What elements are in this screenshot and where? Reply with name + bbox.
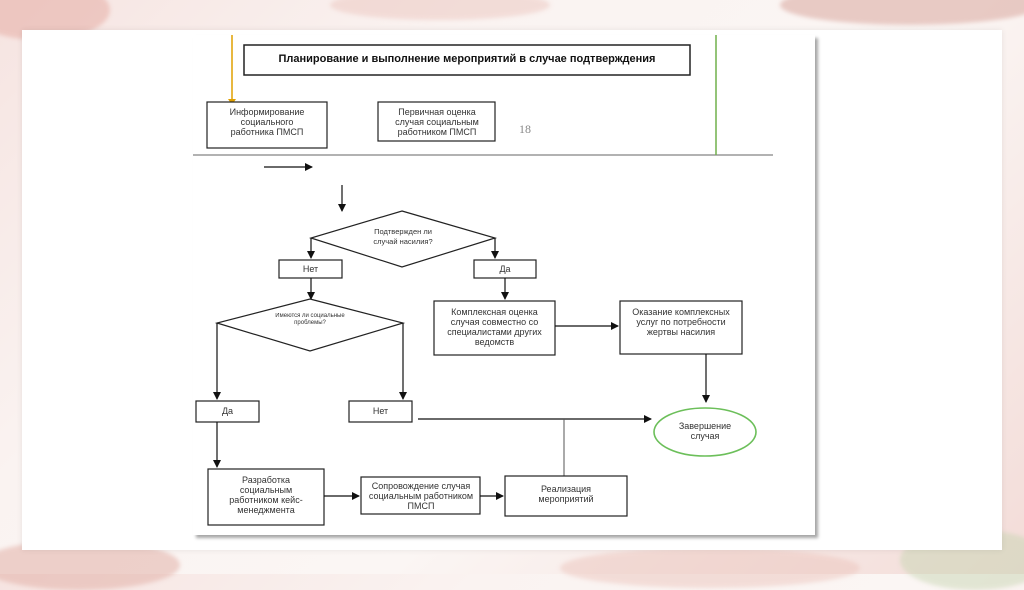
implement-label: Реализация мероприятий xyxy=(538,484,594,504)
no-label-1: Нет xyxy=(302,264,319,274)
complex-eval-label: Комплексная оценка случая совместно со с… xyxy=(447,307,542,347)
complex-eval-box xyxy=(433,300,556,356)
completion-label: Завершение случая xyxy=(678,421,732,441)
background-decoration xyxy=(560,548,860,588)
page-number: 18 xyxy=(519,124,531,134)
primary-eval-box xyxy=(377,101,496,142)
diagram-title: Планирование и выполнение мероприятий в … xyxy=(278,53,656,65)
accompany-label: Сопровождение случая социальным работник… xyxy=(368,481,474,511)
decision-diamond-social xyxy=(214,298,406,352)
no-label-2: Нет xyxy=(372,406,389,416)
complex-services-box xyxy=(619,300,743,355)
implement-box xyxy=(504,475,628,517)
confirmed-question-label: Подтвержден ли случай насилия? xyxy=(373,227,433,246)
title-box xyxy=(243,44,691,76)
case-mgmt-box xyxy=(207,468,325,526)
case-mgmt-label: Разработка социальным работником кейс-ме… xyxy=(229,475,303,515)
flowchart-canvas xyxy=(193,35,773,526)
inform-label: Информирование социального работника ПМС… xyxy=(229,107,305,137)
inform-box xyxy=(206,101,328,149)
background-decoration xyxy=(780,0,1024,25)
complex-services-label: Оказание комплексных услуг по потребност… xyxy=(632,307,730,337)
yes-box-2 xyxy=(195,400,260,423)
no-box-2 xyxy=(348,400,413,423)
decision-diamond-confirmed xyxy=(308,210,498,268)
slide: Планирование и выполнение мероприятий в … xyxy=(193,35,815,535)
background-decoration xyxy=(330,0,550,20)
completion-ellipse xyxy=(653,407,757,457)
yes-label-2: Да xyxy=(221,406,234,416)
accompany-box xyxy=(360,476,481,515)
social-problems-question-label: Имеются ли социальные проблемы? xyxy=(275,313,345,326)
yes-label-1: Да xyxy=(499,264,511,274)
primary-eval-label: Первичная оценка случая социальным работ… xyxy=(395,107,479,137)
